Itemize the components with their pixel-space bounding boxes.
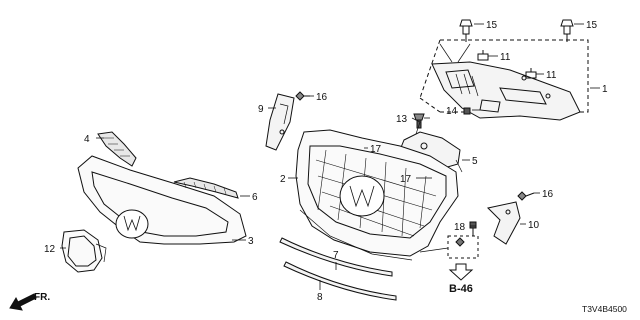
callout-1: 1 bbox=[602, 84, 608, 95]
front-direction-label: FR. bbox=[34, 292, 50, 303]
part-15-clip-right bbox=[560, 19, 574, 42]
callout-18: 18 bbox=[454, 222, 466, 233]
callout-13: 13 bbox=[396, 114, 408, 125]
callout-12: 12 bbox=[44, 244, 56, 255]
part-2-front-grille bbox=[295, 129, 459, 261]
callout-labels: 15 15 1 11 11 14 13 16 9 17 17 5 2 16 10… bbox=[44, 20, 608, 303]
reference-b46-label: B-46 bbox=[449, 283, 473, 295]
part-11-nut-upper bbox=[477, 50, 489, 61]
callout-11-upper: 11 bbox=[500, 52, 511, 63]
part-11-nut-lower bbox=[525, 68, 537, 79]
part-9-bracket bbox=[265, 93, 295, 151]
callout-14: 14 bbox=[446, 106, 458, 117]
reference-b46-box bbox=[419, 235, 479, 281]
part-18-screw bbox=[469, 221, 477, 236]
part-7-garnish-upper bbox=[279, 237, 393, 277]
part-3-grille-garnish bbox=[77, 155, 247, 245]
callout-9: 9 bbox=[258, 104, 264, 115]
part-16-bolt-upper bbox=[295, 91, 310, 101]
part-8-garnish-lower bbox=[283, 261, 397, 301]
callout-17-lower: 17 bbox=[400, 174, 412, 185]
callout-16-right: 16 bbox=[542, 189, 554, 200]
callout-15-left: 15 bbox=[486, 20, 498, 31]
callout-15-right: 15 bbox=[586, 20, 598, 31]
part-12-emblem-base bbox=[61, 229, 107, 273]
callout-5: 5 bbox=[472, 156, 478, 167]
part-4-chrome-strip-left bbox=[97, 131, 137, 167]
part-6-chrome-strip-right bbox=[173, 177, 239, 199]
front-direction-arrow-icon bbox=[9, 293, 37, 311]
callout-6: 6 bbox=[252, 192, 258, 203]
callout-2: 2 bbox=[280, 174, 286, 185]
part-1-upper-cover bbox=[419, 39, 589, 121]
callout-11-lower: 11 bbox=[546, 70, 557, 81]
callout-10: 10 bbox=[528, 220, 540, 231]
callout-7: 7 bbox=[333, 250, 339, 261]
callout-4: 4 bbox=[84, 134, 90, 145]
callout-17-upper: 17 bbox=[370, 144, 382, 155]
part-10-side-bracket bbox=[486, 201, 521, 245]
leader-lines bbox=[60, 23, 600, 290]
part-14-nut bbox=[463, 107, 471, 115]
callout-16-upper: 16 bbox=[316, 92, 328, 103]
part-15-clip-left bbox=[459, 19, 473, 42]
diagram-code: T3V4B4500 bbox=[582, 304, 627, 314]
part-16-bolt-right bbox=[517, 191, 535, 201]
callout-3: 3 bbox=[248, 236, 254, 247]
callout-8: 8 bbox=[317, 292, 323, 303]
